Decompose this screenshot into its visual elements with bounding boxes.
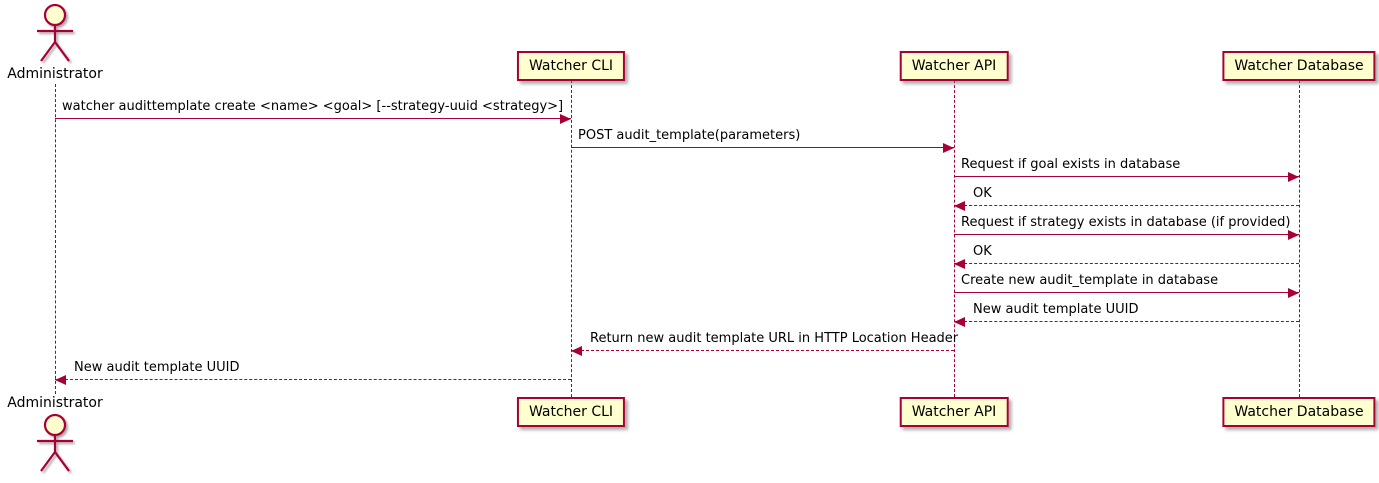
message-line-2 (571, 147, 954, 148)
message-line-10 (55, 379, 571, 380)
message-arrowhead-7 (1288, 288, 1299, 298)
message-arrowhead-1 (560, 114, 571, 124)
message-label-4: OK (973, 186, 992, 201)
stick-figure-icon (37, 3, 73, 62)
message-label-9: Return new audit template URL in HTTP Lo… (590, 331, 959, 346)
message-arrowhead-8 (954, 317, 965, 327)
message-label-7: Create new audit_template in database (961, 273, 1219, 288)
message-arrowhead-3 (1288, 172, 1299, 182)
actor-name-top-administrator: Administrator (7, 66, 103, 82)
message-label-6: OK (973, 244, 992, 259)
actor-figure-bottom-administrator (32, 413, 78, 479)
message-line-4 (954, 205, 1299, 206)
participant-bottom-watcher-api: Watcher API (899, 397, 1009, 427)
message-line-7 (954, 292, 1299, 293)
message-label-2: POST audit_template(parameters) (578, 128, 801, 143)
message-arrowhead-5 (1288, 230, 1299, 240)
message-arrowhead-10 (55, 375, 66, 385)
lifeline-watcher-api (954, 80, 955, 397)
participant-bottom-watcher-database: Watcher Database (1222, 397, 1376, 427)
message-line-6 (954, 263, 1299, 264)
message-line-3 (954, 176, 1299, 177)
lifeline-watcher-database (1299, 80, 1300, 397)
message-label-3: Request if goal exists in database (961, 157, 1181, 172)
message-arrowhead-4 (954, 201, 965, 211)
message-label-1: watcher audittemplate create <name> <goa… (62, 99, 564, 114)
actor-figure-top-administrator (32, 3, 78, 69)
stick-figure-icon (37, 413, 73, 472)
message-line-5 (954, 234, 1299, 235)
participant-top-watcher-cli: Watcher CLI (516, 51, 626, 81)
message-arrowhead-9 (571, 346, 582, 356)
message-arrowhead-2 (943, 143, 954, 153)
message-arrowhead-6 (954, 259, 965, 269)
participant-top-watcher-database: Watcher Database (1222, 51, 1376, 81)
actor-name-bottom-administrator: Administrator (7, 395, 103, 411)
message-label-5: Request if strategy exists in database (… (961, 215, 1291, 230)
participant-bottom-watcher-cli: Watcher CLI (516, 397, 626, 427)
lifeline-administrator (55, 84, 56, 394)
message-line-9 (571, 350, 954, 351)
message-line-8 (954, 321, 1299, 322)
message-label-8: New audit template UUID (973, 302, 1139, 317)
participant-top-watcher-api: Watcher API (899, 51, 1009, 81)
message-line-1 (55, 118, 571, 119)
lifeline-watcher-cli (571, 80, 572, 397)
message-label-10: New audit template UUID (74, 360, 240, 375)
